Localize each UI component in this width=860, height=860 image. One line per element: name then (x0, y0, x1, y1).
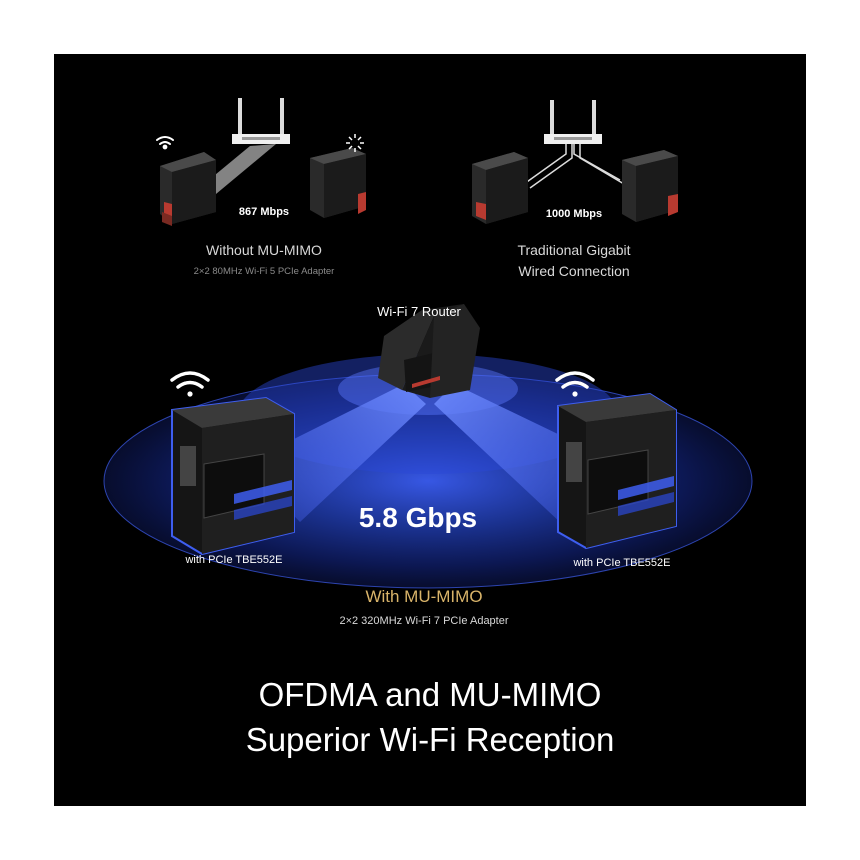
pc-case-icon (171, 396, 295, 556)
top-right-title-line1: Traditional Gigabit (517, 242, 631, 258)
router-icon (544, 100, 602, 144)
router-label: Wi-Fi 7 Router (377, 304, 461, 319)
top-left-title: Without MU-MIMO (206, 242, 322, 258)
right-pc-label: with PCIe TBE552E (573, 557, 671, 569)
infographic-panel: 867 Mbps Without MU-MIMO 2×2 80MHz Wi-Fi… (54, 54, 806, 806)
pc-case-icon (472, 152, 528, 224)
left-pc-label: with PCIe TBE552E (185, 554, 283, 566)
headline-line1: OFDMA and MU-MIMO (258, 676, 602, 713)
headline-line2: Superior Wi-Fi Reception (245, 721, 615, 758)
pc-case-icon (557, 392, 677, 550)
router-icon (232, 98, 290, 144)
wifi-icon (156, 136, 174, 150)
top-right-speed-label: 1000 Mbps (545, 208, 603, 220)
pc-case-icon (160, 152, 216, 226)
loading-icon (346, 134, 364, 152)
top-left-subtitle: 2×2 80MHz Wi-Fi 5 PCIe Adapter (193, 266, 335, 277)
wired-connection-illustration (472, 100, 678, 224)
without-mu-mimo-illustration (156, 98, 366, 226)
mu-mimo-subtitle: 2×2 320MHz Wi-Fi 7 PCIe Adapter (339, 615, 509, 627)
pc-case-icon (622, 150, 678, 222)
top-right-title-line2: Wired Connection (518, 263, 630, 279)
speed-value: 5.8 Gbps (358, 502, 478, 533)
pc-case-icon (310, 148, 366, 218)
mu-mimo-title: With MU-MIMO (365, 587, 483, 606)
router-icon (378, 304, 480, 398)
wifi-icon (170, 371, 210, 397)
mu-mimo-illustration (103, 304, 753, 589)
wifi-icon (555, 371, 595, 397)
top-left-speed-label: 867 Mbps (238, 206, 290, 218)
